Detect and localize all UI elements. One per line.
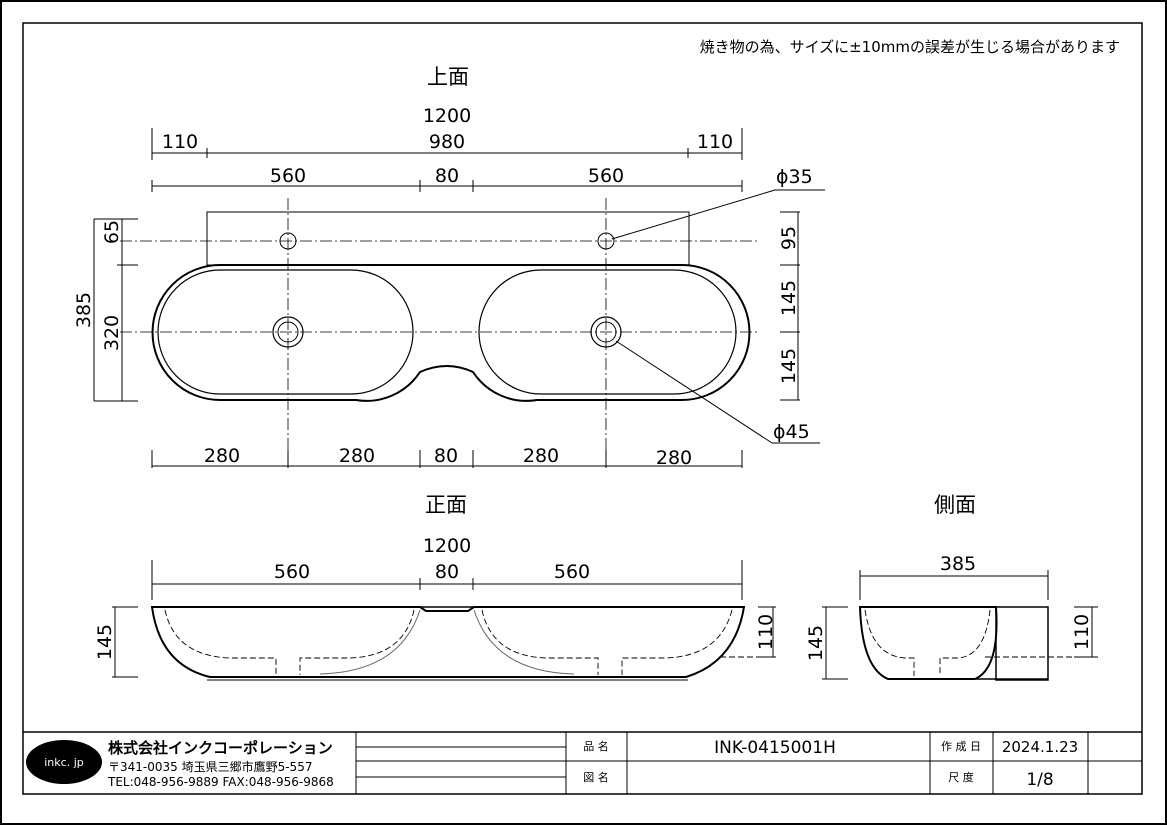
side-body [858, 606, 998, 680]
front-height-145: 145 [94, 624, 116, 660]
top-seg-left: 110 [162, 131, 198, 153]
faucet-hole-dia: ϕ35 [776, 166, 813, 188]
top-view: 上面 1200 110 980 110 560 80 560 [73, 65, 825, 469]
created-label: 作 成 日 [941, 740, 981, 753]
side-view: 側面 385 145 110 [805, 493, 1098, 681]
basin-left-inner [157, 269, 414, 395]
bottom-seg-1: 280 [204, 445, 240, 467]
top-seg-right: 110 [697, 131, 733, 153]
front-seg-right: 560 [554, 561, 590, 583]
company-logo [26, 740, 102, 784]
company-address: 〒341-0035 埼玉県三郷市鷹野5-557 [108, 759, 312, 774]
front-seg-left: 560 [274, 561, 310, 583]
right-dim-145a: 145 [778, 280, 800, 316]
mid-seg-mid: 80 [435, 165, 459, 187]
top-width-1200: 1200 [423, 105, 471, 127]
front-height-110: 110 [755, 614, 777, 650]
left-upper-65: 65 [101, 220, 123, 244]
front-width-1200: 1200 [423, 535, 471, 557]
bottom-seg-5: 280 [656, 447, 692, 469]
top-seg-mid: 980 [429, 131, 465, 153]
drain-hole-dia: ϕ45 [773, 421, 810, 443]
drain-right-inner [595, 321, 617, 343]
logo-text: inkc. jp [44, 756, 83, 769]
front-seg-mid: 80 [435, 561, 459, 583]
top-view-title: 上面 [427, 65, 469, 89]
bottom-seg-3: 80 [434, 445, 458, 467]
left-total-385: 385 [73, 292, 95, 328]
bottom-seg-4: 280 [523, 445, 559, 467]
side-height-110: 110 [1071, 614, 1093, 650]
faucet-hole-right [597, 232, 615, 250]
company-name: 株式会社インクコーポレーション [108, 739, 333, 757]
front-view-title: 正面 [425, 493, 467, 517]
drain-right-outer [590, 316, 622, 348]
side-height-145: 145 [805, 625, 827, 661]
scale-value: 1/8 [1026, 770, 1053, 790]
scale-label: 尺 度 [948, 770, 974, 784]
basin-outline [151, 264, 751, 402]
right-dim-145b: 145 [778, 348, 800, 384]
created-value: 2024.1.23 [1002, 738, 1078, 756]
front-view: 正面 1200 560 80 560 145 110 [94, 493, 777, 681]
faucet-hole-left [279, 232, 297, 250]
company-tel-fax: TEL:048-956-9889 FAX:048-956-9868 [107, 775, 334, 789]
side-depth-385: 385 [940, 553, 976, 575]
left-lower-320: 320 [101, 315, 123, 351]
product-value: INK-0415001H [714, 738, 836, 758]
right-dim-95: 95 [778, 226, 800, 250]
drawing-label: 図 名 [583, 770, 609, 784]
tolerance-note: 焼き物の為、サイズに±10mmの誤差が生じる場合があります [700, 38, 1120, 56]
front-body [150, 606, 746, 678]
faucet-deck [206, 211, 690, 266]
basin-right-inner [478, 269, 737, 395]
mid-seg-right: 560 [588, 165, 624, 187]
bottom-seg-2: 280 [339, 445, 375, 467]
drain-left-inner [277, 321, 299, 343]
inner-border [22, 22, 1143, 795]
product-label: 品 名 [583, 739, 609, 753]
title-block: inkc. jp 株式会社インクコーポレーション 〒341-0035 埼玉県三郷… [23, 731, 1142, 794]
side-deck [995, 606, 1049, 681]
mid-seg-left: 560 [270, 165, 306, 187]
drain-left-outer [272, 316, 304, 348]
side-view-title: 側面 [934, 493, 976, 517]
